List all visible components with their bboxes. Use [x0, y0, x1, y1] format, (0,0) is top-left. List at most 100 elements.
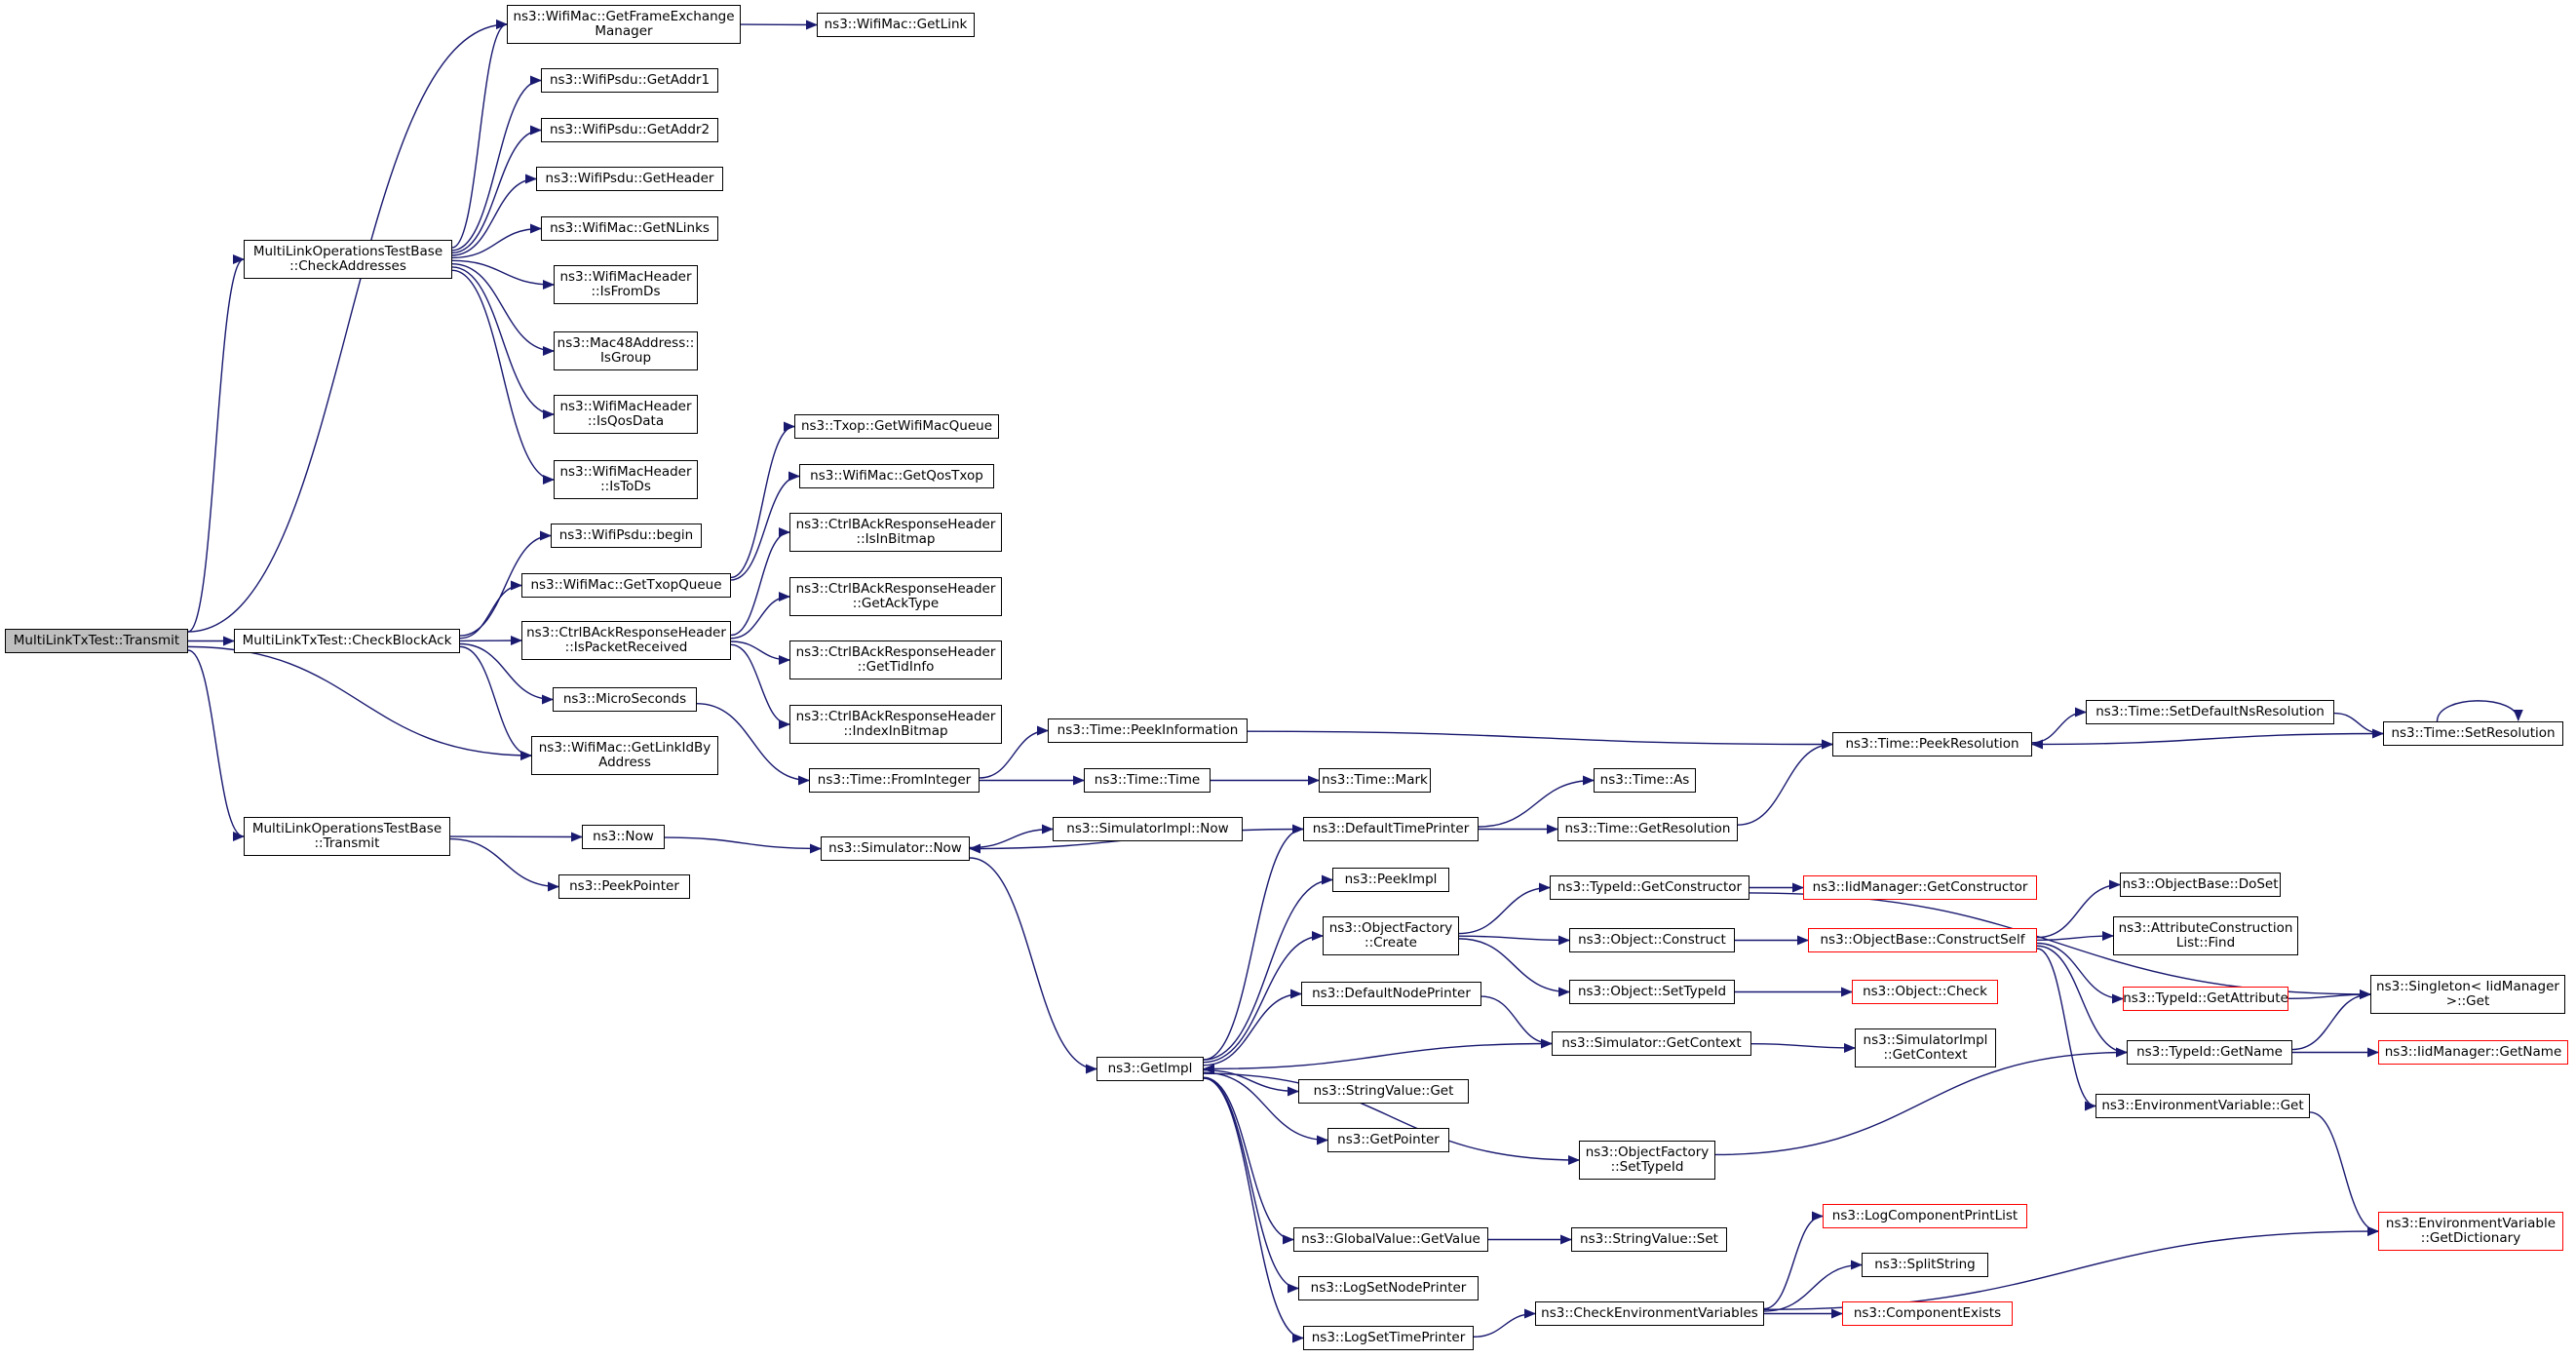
graph-node-n58[interactable]: ns3::SplitString — [1862, 1253, 1988, 1277]
graph-node-n53[interactable]: ns3::IidManager::GetConstructor — [1803, 875, 2037, 900]
graph-node-n66[interactable]: ns3::EnvironmentVariable::Get — [2095, 1094, 2310, 1118]
graph-node-n69[interactable]: ns3::EnvironmentVariable ::GetDictionary — [2378, 1212, 2563, 1251]
graph-node-n1[interactable]: MultiLinkOperationsTestBase ::CheckAddre… — [244, 240, 452, 279]
graph-node-n24[interactable]: ns3::CtrlBAckResponseHeader ::GetAckType — [789, 577, 1002, 616]
graph-node-n44[interactable]: ns3::Time::GetResolution — [1557, 817, 1738, 841]
call-edge-n44-n52 — [1737, 739, 1833, 826]
call-edge-n49-n65 — [1714, 1047, 2128, 1156]
graph-node-n23[interactable]: ns3::CtrlBAckResponseHeader ::IsInBitmap — [789, 513, 1002, 552]
call-edge-n16-n23 — [730, 527, 790, 637]
graph-node-n27[interactable]: ns3::Time::FromInteger — [809, 768, 980, 793]
graph-node-n48[interactable]: ns3::Simulator::GetContext — [1552, 1031, 1751, 1056]
call-edge-n36-n45 — [1458, 882, 1551, 935]
graph-node-n20[interactable]: ns3::PeekPointer — [558, 874, 690, 899]
call-edge-n15-n22 — [730, 471, 800, 581]
graph-node-n63[interactable]: ns3::AttributeConstruction List::Find — [2113, 916, 2298, 955]
graph-node-n64[interactable]: ns3::TypeId::GetAttribute — [2123, 987, 2288, 1011]
graph-node-n3[interactable]: MultiLinkOperationsTestBase ::Transmit — [244, 817, 450, 856]
graph-node-n49[interactable]: ns3::ObjectFactory ::SetTypeId — [1579, 1141, 1715, 1180]
call-edge-n34-n43 — [1478, 775, 1595, 828]
graph-node-n33[interactable]: ns3::GetImpl — [1096, 1057, 1204, 1081]
graph-node-n21[interactable]: ns3::Txop::GetWifiMacQueue — [794, 414, 999, 439]
graph-node-n6[interactable]: ns3::WifiPsdu::GetAddr1 — [541, 68, 718, 93]
call-edge-n65-n67 — [2291, 989, 2371, 1051]
graph-node-n42[interactable]: ns3::LogSetTimePrinter — [1303, 1326, 1474, 1350]
graph-node-n47[interactable]: ns3::Object::SetTypeId — [1569, 980, 1735, 1004]
call-edge-n33-n39 — [1203, 1071, 1328, 1145]
graph-node-n56[interactable]: ns3::SimulatorImpl ::GetContext — [1855, 1028, 1996, 1067]
graph-node-n38[interactable]: ns3::StringValue::Get — [1298, 1079, 1469, 1104]
graph-node-n59[interactable]: ns3::ComponentExists — [1842, 1301, 2013, 1326]
call-edge-n54-n63 — [2036, 931, 2114, 942]
call-edge-n54-n65 — [2036, 945, 2128, 1058]
call-edge-n2-n14 — [459, 530, 552, 637]
call-edge-n52-n60 — [2031, 707, 2087, 744]
call-edge-n33-n42 — [1203, 1077, 1304, 1343]
graph-node-n40[interactable]: ns3::GlobalValue::GetValue — [1293, 1227, 1488, 1252]
graph-node-n65[interactable]: ns3::TypeId::GetName — [2127, 1040, 2292, 1065]
graph-node-n46[interactable]: ns3::Object::Construct — [1569, 928, 1735, 952]
graph-node-n26[interactable]: ns3::CtrlBAckResponseHeader ::IndexInBit… — [789, 705, 1002, 744]
graph-node-n41[interactable]: ns3::LogSetNodePrinter — [1298, 1276, 1479, 1300]
graph-node-n37[interactable]: ns3::DefaultNodePrinter — [1301, 982, 1481, 1006]
graph-node-n54[interactable]: ns3::ObjectBase::ConstructSelf — [1808, 928, 2037, 952]
graph-node-n2[interactable]: MultiLinkTxTest::CheckBlockAck — [234, 629, 460, 653]
graph-node-n55[interactable]: ns3::Object::Check — [1852, 980, 1998, 1004]
call-edge-n66-n69 — [2309, 1111, 2379, 1236]
graph-node-n19[interactable]: ns3::Now — [582, 825, 665, 849]
graph-node-n25[interactable]: ns3::CtrlBAckResponseHeader ::GetTidInfo — [789, 640, 1002, 679]
graph-node-n15[interactable]: ns3::WifiMac::GetTxopQueue — [521, 573, 731, 598]
graph-node-n10[interactable]: ns3::WifiMacHeader ::IsFromDs — [554, 265, 698, 304]
call-edge-n64-n67 — [2288, 989, 2371, 1000]
graph-node-n9[interactable]: ns3::WifiMac::GetNLinks — [541, 216, 718, 241]
graph-node-n30[interactable]: ns3::Time::Time — [1084, 768, 1211, 793]
graph-node-n18[interactable]: ns3::WifiMac::GetLinkIdBy Address — [531, 736, 718, 775]
graph-node-n4[interactable]: ns3::WifiMac::GetFrameExchange Manager — [507, 5, 741, 44]
graph-node-n52[interactable]: ns3::Time::PeekResolution — [1832, 732, 2032, 757]
graph-node-n45[interactable]: ns3::TypeId::GetConstructor — [1550, 875, 1749, 900]
graph-node-n8[interactable]: ns3::WifiPsdu::GetHeader — [536, 167, 723, 191]
graph-node-n34[interactable]: ns3::DefaultTimePrinter — [1303, 817, 1479, 841]
call-edge-n0-n4 — [187, 19, 508, 633]
call-edge-n1-n7 — [451, 125, 542, 254]
call-edge-n28-n32 — [969, 824, 1054, 849]
graph-node-n36[interactable]: ns3::ObjectFactory ::Create — [1323, 916, 1459, 955]
graph-node-n32[interactable]: ns3::SimulatorImpl::Now — [1053, 817, 1243, 841]
graph-node-n57[interactable]: ns3::LogComponentPrintList — [1823, 1204, 2027, 1228]
call-edge-n37-n48 — [1480, 995, 1553, 1049]
graph-node-n11[interactable]: ns3::Mac48Address:: IsGroup — [554, 331, 698, 370]
graph-node-n62[interactable]: ns3::ObjectBase::DoSet — [2120, 873, 2281, 897]
graph-node-n67[interactable]: ns3::Singleton< IidManager >::Get — [2370, 975, 2565, 1014]
graph-node-n60[interactable]: ns3::Time::SetDefaultNsResolution — [2086, 700, 2334, 724]
call-edge-n2-n15 — [459, 580, 522, 640]
call-edge-n0-n3 — [187, 649, 245, 841]
graph-node-n61[interactable]: ns3::Time::SetResolution — [2383, 721, 2563, 746]
graph-node-n14[interactable]: ns3::WifiPsdu::begin — [551, 524, 702, 548]
graph-node-n50[interactable]: ns3::StringValue::Set — [1571, 1227, 1727, 1252]
graph-node-n17[interactable]: ns3::MicroSeconds — [553, 687, 697, 712]
graph-node-n28[interactable]: ns3::Simulator::Now — [821, 836, 970, 861]
call-edge-n1-n13 — [451, 269, 555, 485]
call-edge-n1-n9 — [451, 223, 542, 259]
graph-node-n51[interactable]: ns3::CheckEnvironmentVariables — [1535, 1301, 1764, 1326]
graph-node-n7[interactable]: ns3::WifiPsdu::GetAddr2 — [541, 118, 718, 142]
graph-node-n13[interactable]: ns3::WifiMacHeader ::IsToDs — [554, 460, 698, 499]
graph-node-n39[interactable]: ns3::GetPointer — [1327, 1128, 1449, 1152]
graph-node-n31[interactable]: ns3::Time::Mark — [1319, 768, 1431, 793]
graph-node-n43[interactable]: ns3::Time::As — [1594, 768, 1696, 793]
call-edge-n54-n66 — [2036, 948, 2096, 1111]
graph-node-n16[interactable]: ns3::CtrlBAckResponseHeader ::IsPacketRe… — [521, 621, 731, 660]
graph-node-n12[interactable]: ns3::WifiMacHeader ::IsQosData — [554, 395, 698, 434]
graph-node-n29[interactable]: ns3::Time::PeekInformation — [1048, 718, 1248, 743]
graph-node-n35[interactable]: ns3::PeekImpl — [1332, 868, 1449, 892]
call-edge-n1-n4 — [451, 19, 508, 249]
graph-node-n68[interactable]: ns3::IidManager::GetName — [2378, 1040, 2568, 1065]
call-edge-n1-n11 — [451, 263, 555, 356]
graph-node-n22[interactable]: ns3::WifiMac::GetQosTxop — [799, 464, 994, 488]
call-edge-n0-n18 — [187, 645, 532, 760]
call-edge-n15-n21 — [730, 421, 795, 579]
graph-node-n5[interactable]: ns3::WifiMac::GetLink — [817, 13, 975, 37]
call-edge-n29-n52 — [1247, 730, 1833, 750]
